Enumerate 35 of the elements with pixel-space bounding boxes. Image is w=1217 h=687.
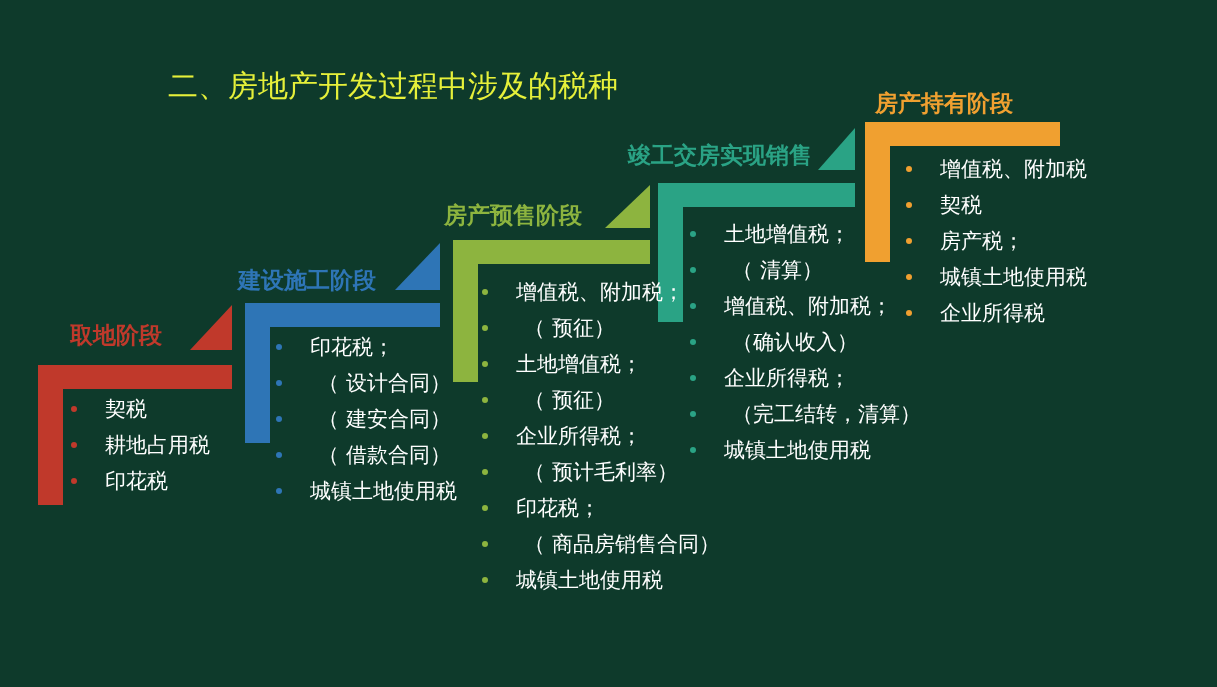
tax-item: （ 预计毛利率） bbox=[524, 459, 678, 486]
stage-heading: 竣工交房实现销售 bbox=[628, 141, 812, 170]
tax-item: （ 预征） bbox=[524, 315, 615, 342]
tax-item: （完工结转，清算） bbox=[732, 401, 921, 428]
tax-item: （ 清算） bbox=[732, 257, 823, 284]
tax-item: 印花税 bbox=[105, 468, 168, 495]
tax-item: 城镇土地使用税 bbox=[516, 567, 663, 594]
stage-heading: 房产预售阶段 bbox=[444, 201, 582, 230]
tax-item: 土地增值税； bbox=[516, 351, 642, 378]
tax-item: 耕地占用税 bbox=[105, 432, 210, 459]
stage-heading: 取地阶段 bbox=[70, 321, 162, 350]
tax-item: （ 设计合同） bbox=[318, 370, 451, 397]
tax-item: 增值税、附加税； bbox=[516, 279, 684, 306]
tax-item: 城镇土地使用税 bbox=[310, 478, 457, 505]
tax-item: （ 建安合同） bbox=[318, 406, 451, 433]
tax-item: 增值税、附加税； bbox=[724, 293, 892, 320]
tax-item: 契税 bbox=[940, 192, 982, 219]
tax-item: 城镇土地使用税 bbox=[940, 264, 1087, 291]
tax-item: 房产税； bbox=[940, 228, 1024, 255]
slide-title: 二、房地产开发过程中涉及的税种 bbox=[168, 67, 618, 105]
tax-item: （确认收入） bbox=[732, 329, 858, 356]
tax-item: 企业所得税 bbox=[940, 300, 1045, 327]
tax-item: 企业所得税； bbox=[516, 423, 642, 450]
tax-item: 增值税、附加税 bbox=[940, 156, 1087, 183]
stage-heading: 建设施工阶段 bbox=[238, 266, 376, 295]
tax-item: 印花税； bbox=[516, 495, 600, 522]
tax-item: 企业所得税； bbox=[724, 365, 850, 392]
tax-item: （ 预征） bbox=[524, 387, 615, 414]
tax-item: （ 商品房销售合同） bbox=[524, 531, 720, 558]
stage-heading: 房产持有阶段 bbox=[875, 89, 1013, 118]
tax-item: 印花税； bbox=[310, 334, 394, 361]
tax-item: 土地增值税； bbox=[724, 221, 850, 248]
tax-item: （ 借款合同） bbox=[318, 442, 451, 469]
tax-item: 城镇土地使用税 bbox=[724, 437, 871, 464]
tax-item: 契税 bbox=[105, 396, 147, 423]
